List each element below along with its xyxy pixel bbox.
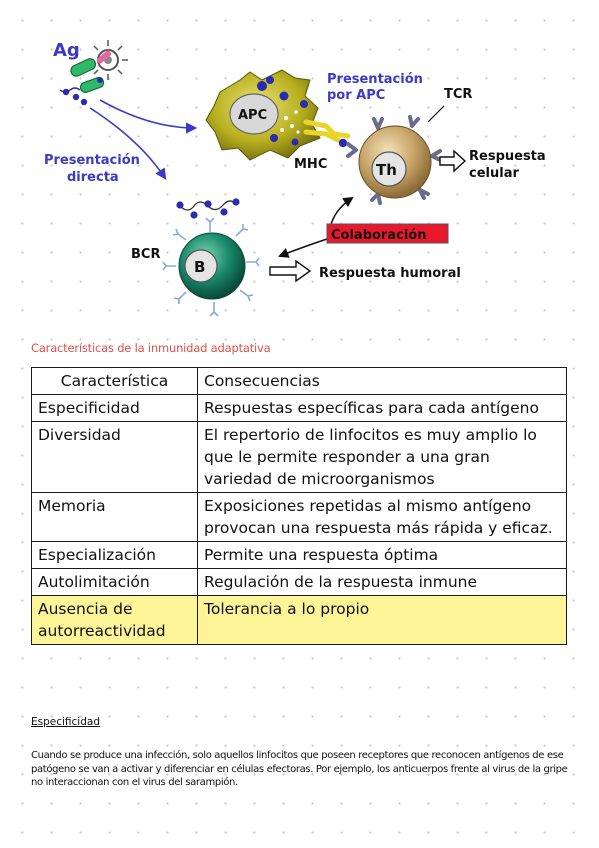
- th-label: Th: [376, 161, 397, 179]
- collaboration-label: Colaboración: [331, 228, 426, 243]
- trait-cell: Diversidad: [31, 421, 198, 493]
- ag-label: Ag: [53, 40, 80, 61]
- table-row: Memoria Exposiciones repetidas al mismo …: [31, 492, 567, 542]
- trait-cell: Memoria: [31, 492, 198, 542]
- consequence-cell: Regulación de la respuesta inmune: [197, 568, 567, 596]
- table-row: Especialización Permite una respuesta óp…: [31, 541, 567, 569]
- trait-cell: Autolimitación: [31, 568, 198, 596]
- arrow-to-apc: [99, 99, 198, 134]
- pink-antigen-icon: [96, 50, 112, 64]
- trait-cell: Ausencia de autorreactividad: [31, 595, 198, 645]
- outline-arrow-cellular: [439, 149, 467, 173]
- consequence-cell: Respuestas específicas para cada antígen…: [197, 394, 567, 422]
- trait-cell: Especialización: [31, 541, 198, 569]
- direct-presentation-label: Presentación directa: [44, 153, 144, 185]
- b-antigen-chain-icon: [176, 198, 240, 219]
- consequence-cell: Exposiciones repetidas al mismo antígeno…: [197, 492, 567, 542]
- arrow-direct: [89, 107, 167, 180]
- section-heading: Características de la inmunidad adaptati…: [31, 341, 271, 355]
- adaptive-immunity-table: Característica Consecuencias Especificid…: [31, 367, 567, 645]
- apc-presentation-label: Presentación por APC: [327, 72, 427, 103]
- b-cell: B: [162, 217, 260, 317]
- trait-cell: Especificidad: [31, 394, 198, 422]
- consequence-cell: Tolerancia a lo propio: [197, 595, 567, 645]
- b-label: B: [194, 258, 205, 276]
- antigen-dots-icon: [59, 77, 103, 106]
- tcr-pointer: [427, 105, 445, 123]
- tcr-label: TCR: [444, 87, 472, 102]
- table-row-highlighted: Ausencia de autorreactividad Tolerancia …: [31, 595, 567, 645]
- table-row: Especificidad Respuestas específicas par…: [31, 394, 567, 422]
- header-consequence: Consecuencias: [197, 367, 567, 395]
- table-row: Autolimitación Regulación de la respuest…: [31, 568, 567, 596]
- collaboration-arrow-down: [278, 237, 331, 258]
- footnote-body: Cuando se produce una infección, solo aq…: [31, 750, 568, 788]
- immune-response-diagram: Ag Presentación directa: [44, 40, 550, 317]
- antigen-cluster: Ag: [53, 40, 128, 106]
- table-header-row: Característica Consecuencias: [31, 367, 567, 395]
- th-cell: Th: [346, 115, 442, 205]
- collaboration-box: [326, 223, 449, 244]
- bcr-label: BCR: [131, 247, 160, 262]
- outline-arrow-humoral: [269, 259, 312, 283]
- footnote-title: Especificidad: [31, 716, 100, 728]
- header-trait: Característica: [31, 367, 198, 395]
- table-row: Diversidad El repertorio de linfocitos e…: [31, 421, 567, 493]
- cellular-response-label: Respuesta celular: [469, 149, 550, 181]
- consequence-cell: El repertorio de linfocitos es muy ampli…: [197, 421, 567, 493]
- apc-label: APC: [238, 108, 267, 123]
- mhc-receptor-icon: [303, 119, 351, 148]
- mhc-label: MHC: [294, 157, 327, 172]
- humoral-response-label: Respuesta humoral: [319, 266, 461, 281]
- apc-cell: APC: [205, 69, 321, 161]
- consequence-cell: Permite una respuesta óptima: [197, 541, 567, 569]
